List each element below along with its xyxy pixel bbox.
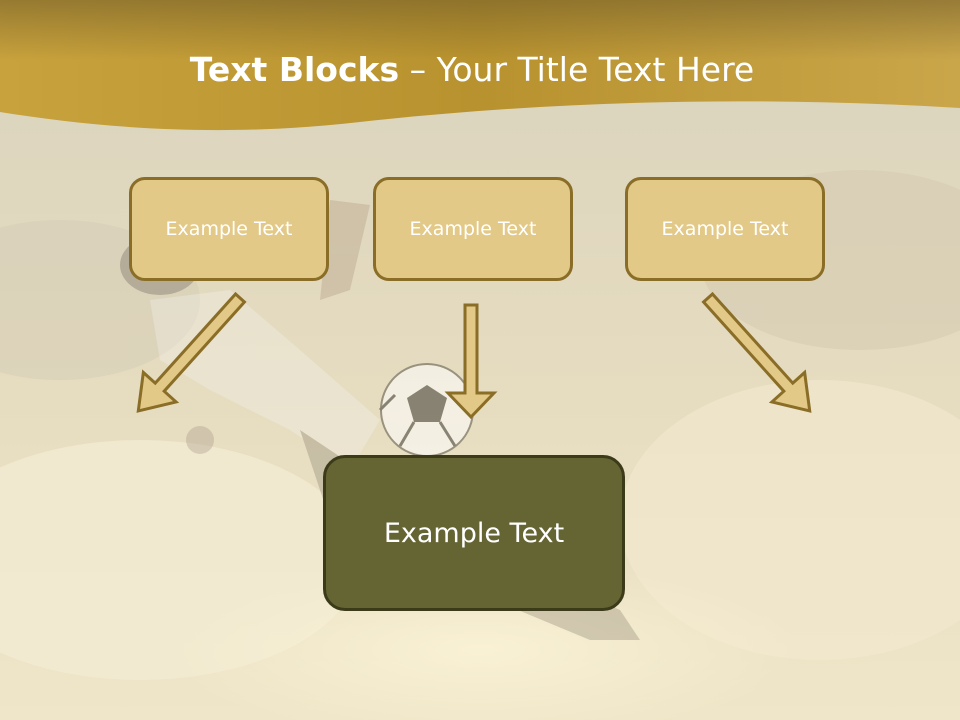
title-strong: Text Blocks [189,50,400,89]
slide-title: Text Blocks – Your Title Text Here [0,50,944,89]
text-block-left[interactable]: Example Text [129,177,329,281]
text-block-label: Example Text [165,218,293,240]
center-result-label: Example Text [383,517,565,549]
arrow-center [444,303,498,420]
text-block-label: Example Text [409,218,537,240]
arrow-right [701,291,812,413]
center-result-block[interactable]: Example Text [323,455,625,611]
text-block-center[interactable]: Example Text [373,177,573,281]
text-block-right[interactable]: Example Text [625,177,825,281]
arrow-left [136,291,247,413]
title-rest: – Your Title Text Here [399,50,755,89]
text-block-label: Example Text [661,218,789,240]
